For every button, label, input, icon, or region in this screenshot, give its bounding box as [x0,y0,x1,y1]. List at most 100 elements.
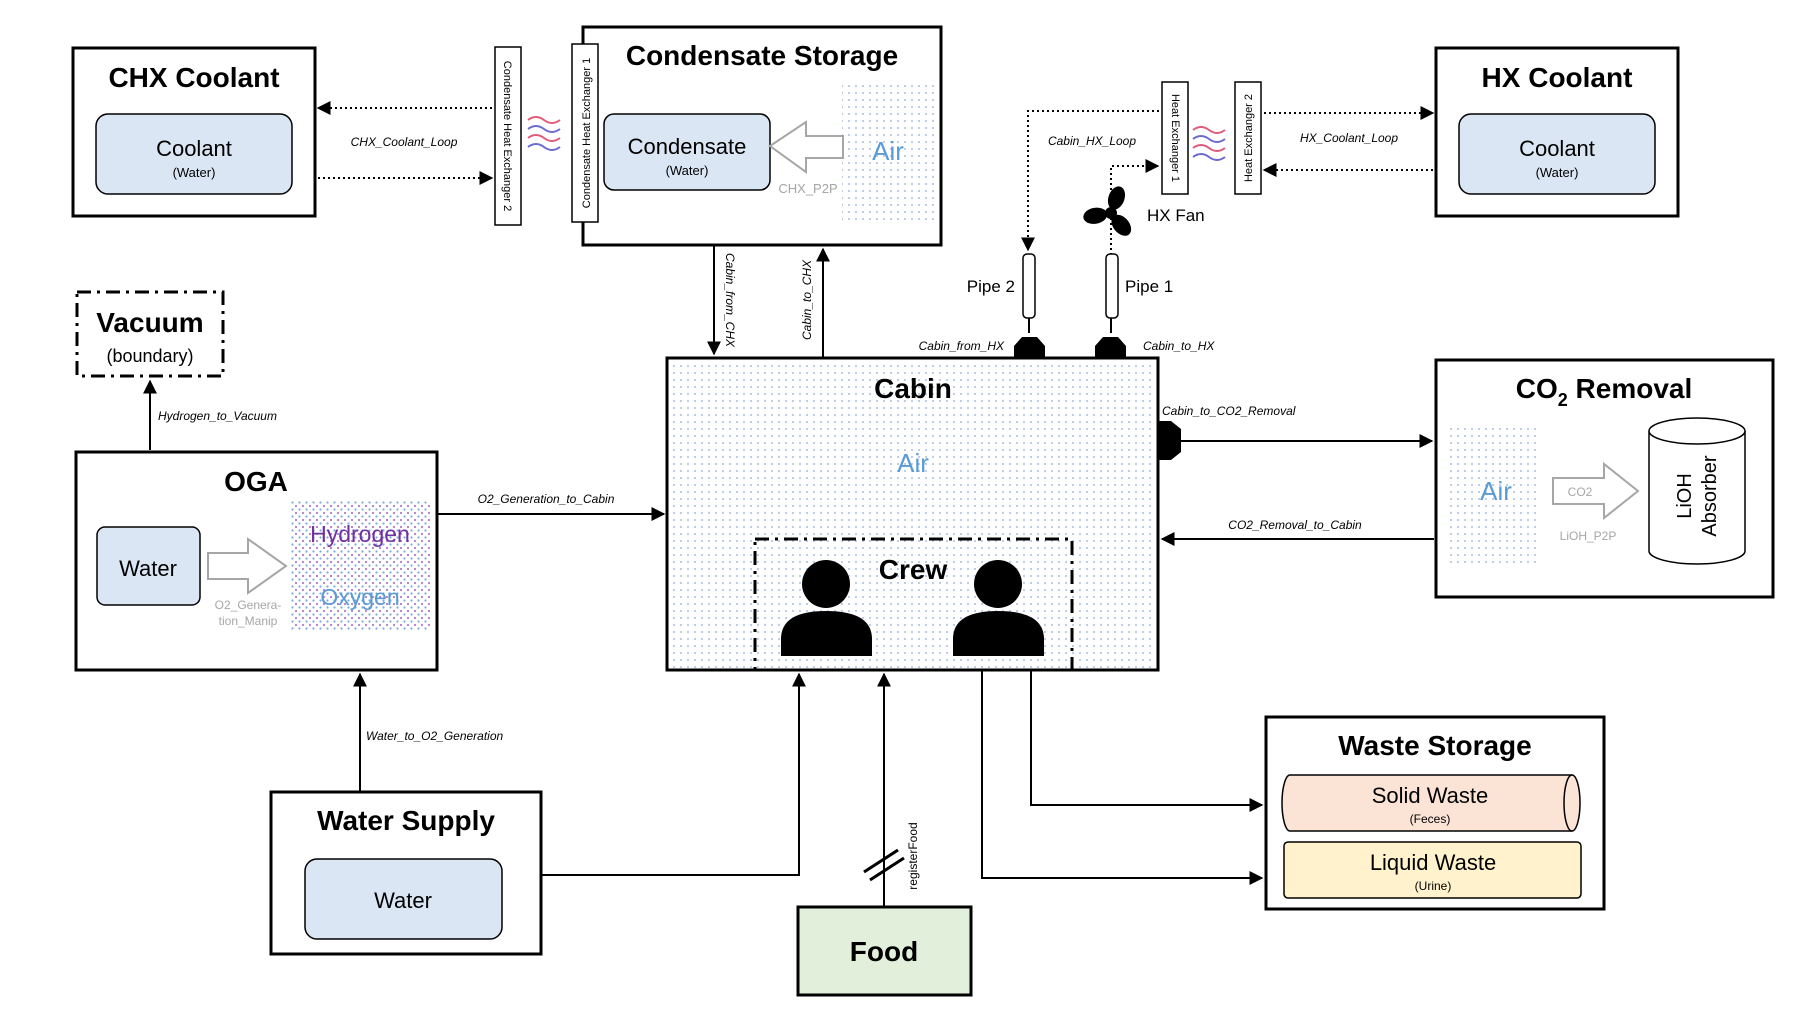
p2p-arrow-icon [768,120,844,174]
cabin-hx-loop-label: Cabin_HX_Loop [1048,134,1136,148]
register-food-label: registerFood [906,822,920,889]
o2-generation-to-cabin-label: O2_Generation_to_Cabin [478,492,615,506]
cabin-to-chx-flow: Cabin_to_CHX [800,247,830,357]
co2-removal-to-cabin-label: CO2_Removal_to_Cabin [1228,518,1362,532]
food-title: Food [850,936,918,967]
water-to-o2-generation-flow: Water_to_O2_Generation [353,672,504,792]
cabin-to-solid-waste-flow [1030,670,1264,812]
register-food-flow: registerFood [863,672,920,906]
pipe-2 [1022,253,1036,333]
hatch-connector-icon [1014,337,1045,358]
oga-title: OGA [224,466,288,497]
waste-storage-title: Waste Storage [1338,730,1531,761]
chx-coolant-store [95,113,293,195]
co2-air-region [1447,424,1539,567]
hx-coolant-loop-label: HX_Coolant_Loop [1300,131,1398,145]
heat-waves-icon [1192,126,1226,161]
hx-coolant-store-sub: (Water) [1536,165,1579,180]
chx-coolant-box: CHX Coolant Coolant (Water) [71,46,317,218]
cabin-to-co2-removal-flow: Cabin_to_CO2_Removal [1162,404,1434,448]
chx-coolant-store-label: Coolant [156,136,232,161]
hatch-connector-icon [1095,337,1126,358]
chx-coolant-loop-flow: CHX_Coolant_Loop [316,101,494,185]
liquid-waste-sub: (Urine) [1415,879,1452,893]
hx-coolant-title: HX Coolant [1482,62,1633,93]
heat-exchanger-2: Heat Exchanger 2 [1234,81,1262,195]
oga-water-store [96,526,201,606]
condensate-air-label: Air [872,136,904,166]
hydrogen-to-vacuum-flow: Hydrogen_to_Vacuum [143,379,277,450]
fan-icon [1083,186,1132,236]
vacuum-box: Vacuum (boundary) [75,290,225,378]
oga-water-label: Water [119,556,177,581]
crew-title: Crew [879,554,948,585]
co2-removal-box: CO2 Removal Air CO2 LiOH_P2P LiOH Absorb… [1434,358,1775,599]
solid-waste-sub: (Feces) [1410,812,1451,826]
liquid-waste-label: Liquid Waste [1370,850,1496,875]
solid-waste-tank [1281,774,1581,832]
co2-removal-to-cabin-flow: CO2_Removal_to_Cabin [1160,518,1434,546]
co2-removal-title: CO2 Removal [1516,373,1693,410]
oga-gas-region [291,500,430,630]
oga-manip-label-2: tion_Manip [219,614,278,628]
heat-exchanger-1: Heat Exchanger 1 [1161,81,1189,195]
hx2-label: Heat Exchanger 2 [1243,94,1255,182]
condensate-hx1-label: Condensate Heat Exchanger 1 [581,58,593,208]
person-icon [953,560,1044,656]
solid-waste-label: Solid Waste [1372,783,1489,808]
pipe-1 [1105,253,1119,333]
lioh-absorber-label-2: Absorber [1699,455,1721,536]
heat-waves-icon [527,116,561,151]
condensate-hx2-label: Condensate Heat Exchanger 2 [501,61,513,211]
cabin-to-co2-removal-label: Cabin_to_CO2_Removal [1162,404,1296,418]
chx-coolant-store-sub: (Water) [173,165,216,180]
p2p-arrow-icon [207,537,288,595]
chx-coolant-loop-label: CHX_Coolant_Loop [351,135,458,149]
vacuum-sub: (boundary) [106,346,193,366]
hx-coolant-store [1458,113,1656,195]
cabin-title: Cabin [874,373,952,404]
condensate-store [603,113,771,191]
condensate-store-label: Condensate [628,134,747,159]
water-supply-title: Water Supply [317,805,495,836]
hx1-label: Heat Exchanger 1 [1169,94,1181,182]
lioh-p2p-label: LiOH_P2P [1560,529,1617,543]
cabin-from-hx-label: Cabin_from_HX [919,339,1005,353]
condensate-heat-exchanger-1: Condensate Heat Exchanger 1 [571,43,599,223]
cabin-to-chx-label: Cabin_to_CHX [800,259,814,340]
cabin-to-liquid-waste-flow [981,670,1264,885]
hatch-connector-icon [1158,421,1181,460]
cabin-from-chx-flow: Cabin_from_CHX [707,246,737,356]
o2-generation-to-cabin-flow: O2_Generation_to_Cabin [437,492,666,521]
lioh-absorber-label-1: LiOH [1674,473,1696,519]
condensate-air-region [842,82,934,220]
hydrogen-to-vacuum-label: Hydrogen_to_Vacuum [158,409,277,423]
oga-oxygen-label: Oxygen [320,584,399,610]
hx-coolant-box: HX Coolant Coolant (Water) [1434,46,1680,218]
water-to-o2-generation-label: Water_to_O2_Generation [366,729,504,743]
chx-coolant-title: CHX Coolant [108,62,279,93]
p2p-arrow-icon [1552,461,1640,521]
water-supply-to-cabin-flow [541,672,806,876]
condensate-storage-title: Condensate Storage [626,40,898,71]
liquid-waste-tank [1283,841,1582,899]
condensate-store-sub: (Water) [666,163,709,178]
water-supply-store [304,858,503,940]
hx-fan-label: HX Fan [1147,206,1205,225]
co2-air-label: Air [1480,476,1512,506]
cabin-to-hx-label: Cabin_to_HX [1143,339,1215,353]
hx-coolant-store-label: Coolant [1519,136,1595,161]
cabin-hx-loop-flow: Cabin_HX_Loop [1021,110,1160,255]
cabin-air-label: Air [897,448,929,478]
person-icon [781,560,872,656]
condensate-storage-box: Condensate Storage Air Condensate (Water… [581,25,943,247]
condensate-heat-exchanger-2: Condensate Heat Exchanger 2 [494,46,522,226]
oga-hydrogen-label: Hydrogen [310,521,410,547]
pipe-2-label: Pipe 2 [967,277,1015,296]
waste-storage-box: Waste Storage Solid Waste (Feces) Liquid… [1264,715,1606,911]
oga-manip-label-1: O2_Genera- [215,598,282,612]
cabin-from-chx-label: Cabin_from_CHX [723,253,737,348]
cylinder-icon [1648,417,1746,565]
crew-boundary [753,537,1074,672]
